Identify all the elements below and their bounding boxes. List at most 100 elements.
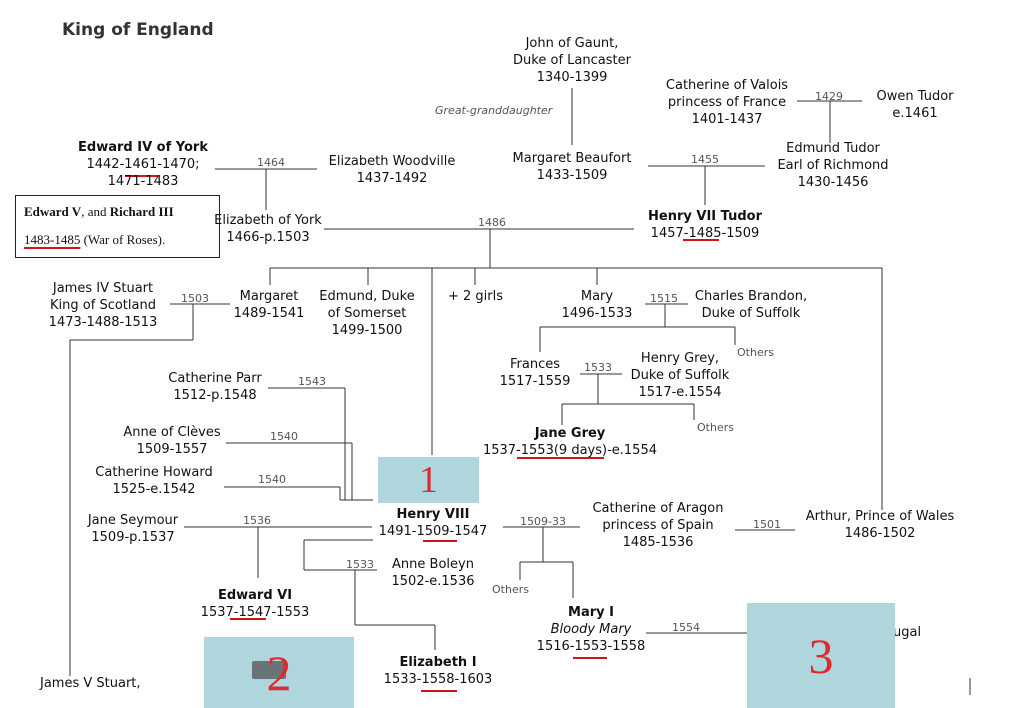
owen-tudor-node: Owen Tudor e.1461 xyxy=(865,88,965,122)
margaret-tudor-node: Margaret 1489-1541 xyxy=(226,288,312,322)
person-years: 1340-1399 xyxy=(536,70,608,85)
mary-tudor-node: Mary 1496-1533 xyxy=(557,288,637,322)
person-years: 1525-e.1542 xyxy=(112,482,196,497)
person-years: 1489-1541 xyxy=(233,306,305,321)
person-years: 1537-1553(9 days)-e.1554 xyxy=(482,443,657,458)
catherine-parr-node: Catherine Parr 1512-p.1548 xyxy=(155,370,275,404)
mary-i-node: Mary I Bloody Mary 1516-1553-1558 xyxy=(526,604,656,655)
james-v-node: James V Stuart, xyxy=(40,676,141,691)
note-line-2: 1483-1485 (War of Roses). xyxy=(24,232,166,247)
henry-vii-node: Henry VII Tudor 1457-1485-1509 xyxy=(630,208,780,242)
person-title: Earl of Richmond xyxy=(777,158,889,173)
person-years: 1512-p.1548 xyxy=(173,388,257,403)
elizabeth-of-york-node: Elizabeth of York 1466-p.1503 xyxy=(208,212,328,246)
arthur-node: Arthur, Prince of Wales 1486-1502 xyxy=(795,508,965,542)
catherine-of-valois-node: Catherine of Valois princess of France 1… xyxy=(652,77,802,128)
person-name: Elizabeth of York xyxy=(214,213,322,228)
note-box: Edward V, and Richard III 1483-1485 (War… xyxy=(15,195,220,258)
person-name: Mary xyxy=(580,289,614,304)
person-name: Edmund, Duke xyxy=(319,289,415,304)
overlay-box-3: 3 xyxy=(747,603,895,708)
marriage-year: 1515 xyxy=(650,292,678,305)
person-name: Charles Brandon, xyxy=(694,289,808,304)
person-years-2: 1471-1483 xyxy=(107,174,179,189)
person-name: Catherine Howard xyxy=(95,465,213,480)
frances-node: Frances 1517-1559 xyxy=(495,356,575,390)
person-title: princess of France xyxy=(667,95,787,110)
overlay-number: 1 xyxy=(419,459,438,501)
anne-boleyn-node: Anne Boleyn 1502-e.1536 xyxy=(378,556,488,590)
person-name: John of Gaunt, xyxy=(525,36,619,51)
marriage-year: 1429 xyxy=(815,90,843,103)
note-line-1: Edward V, and Richard III xyxy=(24,204,174,219)
catherine-howard-node: Catherine Howard 1525-e.1542 xyxy=(86,464,222,498)
jane-seymour-node: Jane Seymour 1509-p.1537 xyxy=(80,512,186,546)
elizabeth-woodville-node: Elizabeth Woodville 1437-1492 xyxy=(318,153,466,187)
john-of-gaunt-node: John of Gaunt, Duke of Lancaster 1340-13… xyxy=(502,35,642,86)
person-years: 1486-1502 xyxy=(844,526,916,541)
person-years: 1401-1437 xyxy=(691,112,763,127)
person-years: 1502-e.1536 xyxy=(391,574,475,589)
marriage-year: 1540 xyxy=(270,430,298,443)
person-years: 1485-1536 xyxy=(622,535,694,550)
person-years: 1457-1485-1509 xyxy=(650,226,760,241)
portugal-partial-text: ugal xyxy=(893,625,922,640)
person-name: Arthur, Prince of Wales xyxy=(805,509,955,524)
james-iv-node: James IV Stuart King of Scotland 1473-14… xyxy=(38,280,168,331)
person-name: Catherine of Valois xyxy=(665,78,789,93)
overlay-box-1: 1 xyxy=(378,457,479,503)
anne-of-cleves-node: Anne of Clèves 1509-1557 xyxy=(112,424,232,458)
person-years: 1437-1492 xyxy=(356,171,428,186)
person-title: of Somerset xyxy=(327,306,407,321)
person-title: Duke of Lancaster xyxy=(513,53,631,68)
elizabeth-i-node: Elizabeth I 1533-1558-1603 xyxy=(368,654,508,688)
person-years: 1433-1509 xyxy=(536,168,608,183)
overlay-number: 2 xyxy=(266,644,292,701)
person-name: Henry VIII xyxy=(396,507,470,522)
marriage-year: 1455 xyxy=(691,153,719,166)
edward-vi-node: Edward VI 1537-1547-1553 xyxy=(190,587,320,621)
marriage-year: 1486 xyxy=(478,216,506,229)
person-name: James IV Stuart xyxy=(52,281,154,296)
person-title: King of Scotland xyxy=(50,298,156,313)
person-name: Margaret Beaufort xyxy=(512,151,632,166)
camera-icon xyxy=(252,661,286,679)
great-granddaughter-label: Great-granddaughter xyxy=(435,104,553,117)
person-years: 1517-1559 xyxy=(499,374,571,389)
person-years: 1516-1553-1558 xyxy=(536,639,646,654)
person-name: Owen Tudor xyxy=(876,89,954,104)
person-name: Anne Boleyn xyxy=(392,557,474,572)
person-name: Elizabeth Woodville xyxy=(328,154,456,169)
marriage-year: 1536 xyxy=(243,514,271,527)
others-label: Others xyxy=(697,421,734,434)
person-name: Jane Seymour xyxy=(87,513,179,528)
person-name: Anne of Clèves xyxy=(123,425,221,440)
others-label: Others xyxy=(737,346,774,359)
overlay-box-2: 2 xyxy=(204,637,354,708)
two-girls-label: + 2 girls xyxy=(448,289,504,304)
person-name: Edmund Tudor xyxy=(786,141,880,156)
page-title: King of England xyxy=(62,20,214,40)
person-name: Edward IV of York xyxy=(78,140,208,155)
person-years: 1466-p.1503 xyxy=(226,230,310,245)
person-years: 1473-1488-1513 xyxy=(48,315,158,330)
person-years: 1533-1558-1603 xyxy=(383,672,493,687)
person-years: 1499-1500 xyxy=(331,323,403,338)
marriage-year: 1533 xyxy=(346,558,374,571)
marriage-year: 1509-33 xyxy=(520,515,566,528)
others-label: Others xyxy=(492,583,529,596)
person-name: Catherine Parr xyxy=(168,371,262,386)
marriage-year: 1501 xyxy=(753,518,781,531)
henry-viii-node: Henry VIII 1491-1509-1547 xyxy=(368,506,498,540)
jane-grey-node: Jane Grey 1537-1553(9 days)-e.1554 xyxy=(470,425,670,459)
edmund-tudor-node: Edmund Tudor Earl of Richmond 1430-1456 xyxy=(763,140,903,191)
person-years: 1537-1547-1553 xyxy=(200,605,310,620)
person-name: Henry VII Tudor xyxy=(648,209,762,224)
person-years: 1442-1461-1470; xyxy=(86,157,200,172)
person-years: 1496-1533 xyxy=(561,306,633,321)
person-years: 1430-1456 xyxy=(797,175,869,190)
person-name: Edward VI xyxy=(217,588,293,603)
edmund-duke-node: Edmund, Duke of Somerset 1499-1500 xyxy=(312,288,422,339)
person-years: 1509-1557 xyxy=(136,442,208,457)
